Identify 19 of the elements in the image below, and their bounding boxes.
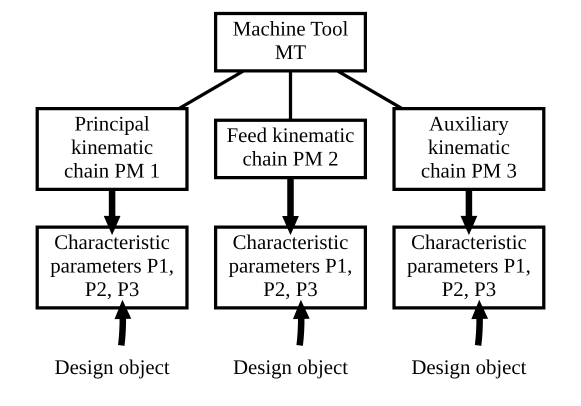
connector (336, 69, 403, 110)
node-box: Principal kinematic chain PM 1 (36, 106, 189, 191)
node-box: Auxiliary kinematic chain PM 3 (392, 106, 546, 191)
node-text: Design object (232, 354, 348, 379)
connector (178, 69, 244, 110)
node-box: Characteristic parameters P1, P2, P3 (214, 225, 367, 310)
arrow (471, 300, 488, 346)
arrow (460, 190, 478, 236)
node-box: Characteristic parameters P1, P2, P3 (36, 225, 189, 310)
arrow (282, 178, 299, 236)
arrow (104, 190, 120, 236)
arrow (114, 300, 132, 346)
node-text: Design object (411, 354, 526, 379)
node-box: Machine Tool MT (214, 12, 367, 72)
node-text: Design object (54, 354, 170, 379)
node-box: Characteristic parameters P1, P2, P3 (392, 225, 546, 310)
arrow (292, 300, 310, 346)
node-box: Feed kinematic chain PM 2 (214, 118, 367, 180)
connector (288, 70, 292, 120)
